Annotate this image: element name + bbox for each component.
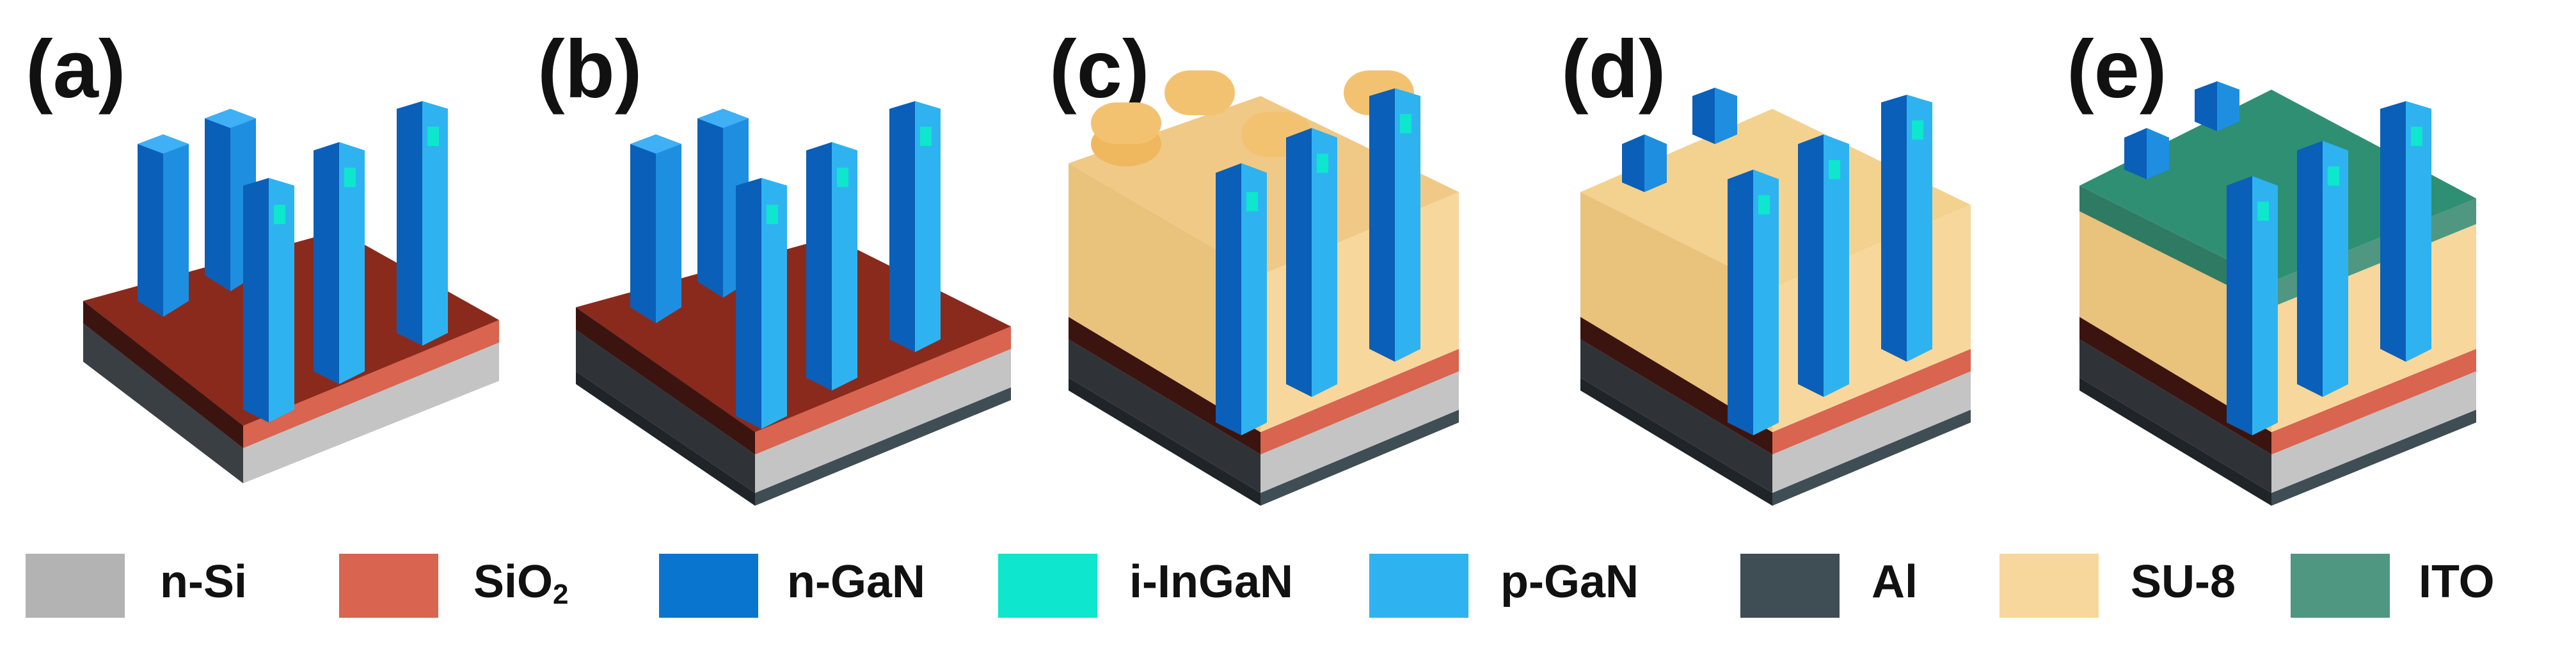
nanorod [314, 142, 365, 384]
device-illustration [576, 101, 1011, 506]
nanorod [138, 134, 189, 317]
sio2-layer [1260, 349, 1459, 455]
legend-swatch-sio2 [339, 554, 438, 618]
legend-label-i-ingan: i-InGaN [1129, 556, 1294, 608]
al-layer [576, 371, 755, 506]
nanorod [889, 101, 941, 352]
n-si-layer [755, 349, 1011, 493]
n-si-layer [2271, 371, 2476, 493]
legend-swatch-su8 [2000, 554, 2099, 618]
sio2-layer [2271, 349, 2476, 455]
su8-cap [1165, 70, 1235, 115]
n-si-layer [1772, 371, 1971, 493]
panel-label: (b) [537, 24, 642, 115]
n-si-layer [2079, 339, 2271, 493]
nanorod [397, 101, 448, 346]
nanorod [1798, 134, 1849, 397]
legend-label-n-si: n-Si [160, 556, 247, 608]
device-illustration [1580, 88, 1971, 506]
sio2-layer [1069, 317, 1260, 455]
al-layer [1069, 378, 1260, 506]
legend-swatch-n-gan [659, 554, 758, 618]
sio2-layer [1772, 349, 1971, 455]
legend-label-sio2: SiO2 [473, 556, 569, 610]
sio2-layer [243, 320, 499, 448]
nanorod-tip [2195, 81, 2239, 131]
nanorod-tip [2124, 128, 2169, 179]
legend-swatch-ito [2291, 554, 2390, 618]
nanorod [806, 142, 857, 390]
legend-label-al: Al [1872, 556, 1918, 608]
panel-label: (e) [2067, 24, 2167, 115]
panel-e: (e) [2067, 0, 2572, 506]
nanorod [736, 178, 787, 429]
nanorod-tip [1692, 88, 1737, 144]
al-layer [1772, 410, 1971, 506]
n-si-layer [1260, 371, 1459, 493]
n-si-layer [1069, 339, 1260, 493]
legend: n-Si SiO2 n-GaN i-InGaN p-GaN Al SU-8 IT… [26, 547, 2559, 624]
sio2-layer [2079, 317, 2271, 455]
device-illustration [1069, 70, 1459, 506]
n-si-layer [576, 330, 755, 493]
panel-d: (d) [1561, 0, 2067, 506]
al-layer [1580, 378, 1772, 506]
nanorod [2297, 141, 2348, 397]
sio2-layer [1580, 317, 1772, 455]
panel-b: (b) [537, 0, 1043, 506]
legend-label-n-gan: n-GaN [787, 556, 925, 608]
nanorod [2380, 101, 2431, 362]
n-si-layer [243, 342, 499, 483]
device-illustration [83, 101, 499, 483]
al-layer [2079, 378, 2271, 506]
al-layer [755, 387, 1011, 506]
nanorod [1369, 88, 1420, 362]
nanorod [1286, 128, 1337, 397]
sio2-layer [576, 307, 755, 455]
legend-swatch-i-ingan [998, 554, 1097, 618]
legend-swatch-n-si [26, 554, 125, 618]
nanorod [2227, 176, 2278, 435]
nanorod [1216, 163, 1267, 435]
su8-layer [1069, 163, 1260, 432]
panel-label: (a) [26, 24, 126, 115]
al-layer [2271, 410, 2476, 506]
nanorod [1728, 170, 1779, 435]
su8-layer [1580, 192, 1772, 432]
al-layer [1260, 410, 1459, 506]
n-si-layer [1580, 339, 1772, 493]
ito-layer [2079, 186, 2271, 307]
nanorod [243, 178, 294, 423]
n-si-layer [83, 323, 243, 483]
nanorod [1881, 95, 1932, 362]
legend-label-p-gan: p-GaN [1500, 556, 1639, 608]
su8-cap [1091, 102, 1161, 144]
sio2-layer [755, 326, 1011, 455]
panel-label: (d) [1561, 24, 1666, 115]
su8-layer [2079, 211, 2271, 432]
nanorod [630, 134, 681, 323]
legend-swatch-p-gan [1369, 554, 1468, 618]
device-illustration [2079, 81, 2476, 506]
panel-c: (c) [1049, 0, 1555, 506]
legend-label-su8: SU-8 [2131, 556, 2236, 608]
panel-label: (c) [1049, 24, 1150, 115]
legend-swatch-al [1740, 554, 1840, 618]
panel-a: (a) [26, 0, 531, 506]
sio2-layer [83, 301, 243, 448]
nanorod-tip [1622, 134, 1667, 192]
legend-label-ito: ITO [2419, 556, 2495, 608]
